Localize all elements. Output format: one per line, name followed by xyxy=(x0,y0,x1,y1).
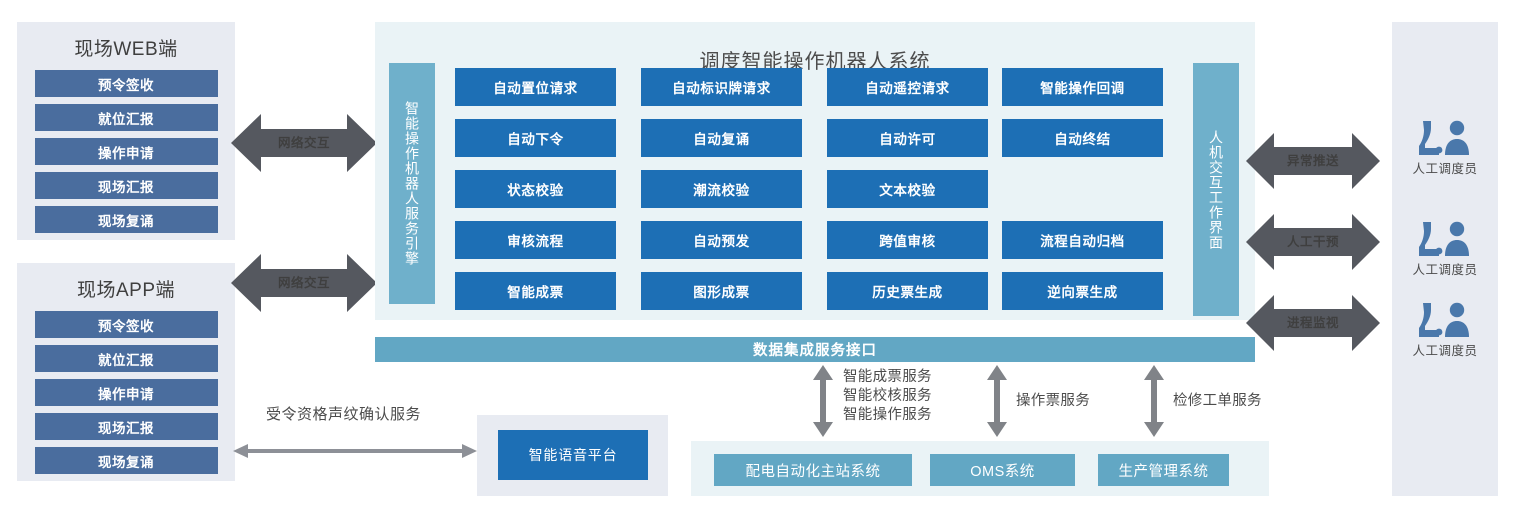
voice-service-label: 受令资格声纹确认服务 xyxy=(266,406,422,423)
app-client-item-3[interactable]: 现场汇报 xyxy=(34,413,218,440)
fn-box-r0c2[interactable]: 自动遥控请求 xyxy=(827,68,988,106)
double-arrow-icon xyxy=(231,254,377,312)
dispatcher-item-0: 人工调度员 xyxy=(1392,119,1498,177)
dispatcher-arrow-2-label: 进程监视 xyxy=(1286,315,1339,330)
operator-at-console-icon xyxy=(1419,221,1469,256)
operator-at-console-icon xyxy=(1419,120,1469,155)
fn-box-r0c3[interactable]: 智能操作回调 xyxy=(1002,68,1163,106)
service-arrow-1 xyxy=(986,365,1008,437)
dispatcher-arrow-0-label: 异常推送 xyxy=(1286,153,1339,168)
voice-platform-box[interactable]: 智能语音平台 xyxy=(498,430,648,480)
double-arrow-icon xyxy=(1246,295,1380,351)
robot-engine-bar: 智能操作机器人服务引擎 xyxy=(389,63,435,304)
fn-box-r1c3[interactable]: 自动终结 xyxy=(1002,119,1163,157)
app-client-item-4[interactable]: 现场复诵 xyxy=(34,447,218,474)
fn-box-r1c2[interactable]: 自动许可 xyxy=(827,119,988,157)
fn-box-r3c0[interactable]: 审核流程 xyxy=(455,221,616,259)
app-client-panel: 现场APP端 预令签收 就位汇报 操作申请 现场汇报 现场复诵 xyxy=(17,263,235,481)
thin-double-arrow-icon xyxy=(233,444,477,458)
operator-at-console-icon xyxy=(1419,302,1469,337)
service-arrow-2-label: 检修工单服务 xyxy=(1173,393,1262,409)
web-client-panel: 现场WEB端 预令签收 就位汇报 操作申请 现场汇报 现场复诵 xyxy=(17,22,235,240)
fn-box-r1c0[interactable]: 自动下令 xyxy=(455,119,616,157)
network-arrow-app-label: 网络交互 xyxy=(277,275,330,290)
voice-service-arrow xyxy=(233,443,477,459)
app-client-title: 现场APP端 xyxy=(76,280,176,301)
double-arrow-icon xyxy=(231,114,377,172)
system-box-2[interactable]: 生产管理系统 xyxy=(1098,454,1229,486)
app-client-item-0[interactable]: 预令签收 xyxy=(34,311,218,338)
web-client-item-3[interactable]: 现场汇报 xyxy=(34,172,218,199)
dispatcher-item-1: 人工调度员 xyxy=(1392,220,1498,278)
system-box-0[interactable]: 配电自动化主站系统 xyxy=(714,454,912,486)
double-arrow-icon xyxy=(1246,133,1380,189)
fn-box-r2c1[interactable]: 潮流校验 xyxy=(641,170,802,208)
hmi-interface-bar: 人机交互工作界面 xyxy=(1193,63,1239,316)
dispatcher-panel: 人工调度员 人工调度员 人工调度员 xyxy=(1392,22,1498,496)
network-arrow-web-label: 网络交互 xyxy=(277,135,330,150)
app-client-item-1[interactable]: 就位汇报 xyxy=(34,345,218,372)
dispatcher-arrow-1-label: 人工干预 xyxy=(1286,234,1339,249)
vertical-double-arrow-icon xyxy=(813,365,833,437)
web-client-item-0[interactable]: 预令签收 xyxy=(34,70,218,97)
dispatcher-arrow-1: 人工干预 xyxy=(1246,212,1380,272)
dispatcher-arrow-2: 进程监视 xyxy=(1246,293,1380,353)
web-client-item-4[interactable]: 现场复诵 xyxy=(34,206,218,233)
fn-box-r0c1[interactable]: 自动标识牌请求 xyxy=(641,68,802,106)
web-client-item-1[interactable]: 就位汇报 xyxy=(34,104,218,131)
network-arrow-app: 网络交互 xyxy=(231,252,377,314)
web-client-title: 现场WEB端 xyxy=(74,39,178,60)
fn-box-r4c2[interactable]: 历史票生成 xyxy=(827,272,988,310)
network-arrow-web: 网络交互 xyxy=(231,112,377,174)
double-arrow-icon xyxy=(1246,214,1380,270)
fn-box-r2c0[interactable]: 状态校验 xyxy=(455,170,616,208)
service-arrow-0 xyxy=(812,365,834,437)
vertical-double-arrow-icon xyxy=(1144,365,1164,437)
fn-box-r4c1[interactable]: 图形成票 xyxy=(641,272,802,310)
robot-system-title: 调度智能操作机器人系统 xyxy=(699,51,931,73)
vertical-double-arrow-icon xyxy=(987,365,1007,437)
fn-box-r1c1[interactable]: 自动复诵 xyxy=(641,119,802,157)
dispatcher-item-2: 人工调度员 xyxy=(1392,301,1498,359)
dispatcher-arrow-0: 异常推送 xyxy=(1246,131,1380,191)
service-arrow-0-label: 智能成票服务 智能校核服务 智能操作服务 xyxy=(843,369,932,423)
service-arrow-1-label: 操作票服务 xyxy=(1016,393,1090,409)
app-client-item-2[interactable]: 操作申请 xyxy=(34,379,218,406)
web-client-item-2[interactable]: 操作申请 xyxy=(34,138,218,165)
data-integration-bar: 数据集成服务接口 xyxy=(375,337,1255,362)
service-arrow-2 xyxy=(1143,365,1165,437)
fn-box-r4c3[interactable]: 逆向票生成 xyxy=(1002,272,1163,310)
fn-box-r4c0[interactable]: 智能成票 xyxy=(455,272,616,310)
fn-box-r2c2[interactable]: 文本校验 xyxy=(827,170,988,208)
dispatcher-item-1-label: 人工调度员 xyxy=(1412,263,1478,277)
fn-box-r3c3[interactable]: 流程自动归档 xyxy=(1002,221,1163,259)
fn-box-r3c1[interactable]: 自动预发 xyxy=(641,221,802,259)
dispatcher-item-2-label: 人工调度员 xyxy=(1412,344,1478,358)
dispatcher-item-0-label: 人工调度员 xyxy=(1412,162,1478,176)
system-box-1[interactable]: OMS系统 xyxy=(930,454,1075,486)
fn-box-r0c0[interactable]: 自动置位请求 xyxy=(455,68,616,106)
fn-box-r3c2[interactable]: 跨值审核 xyxy=(827,221,988,259)
